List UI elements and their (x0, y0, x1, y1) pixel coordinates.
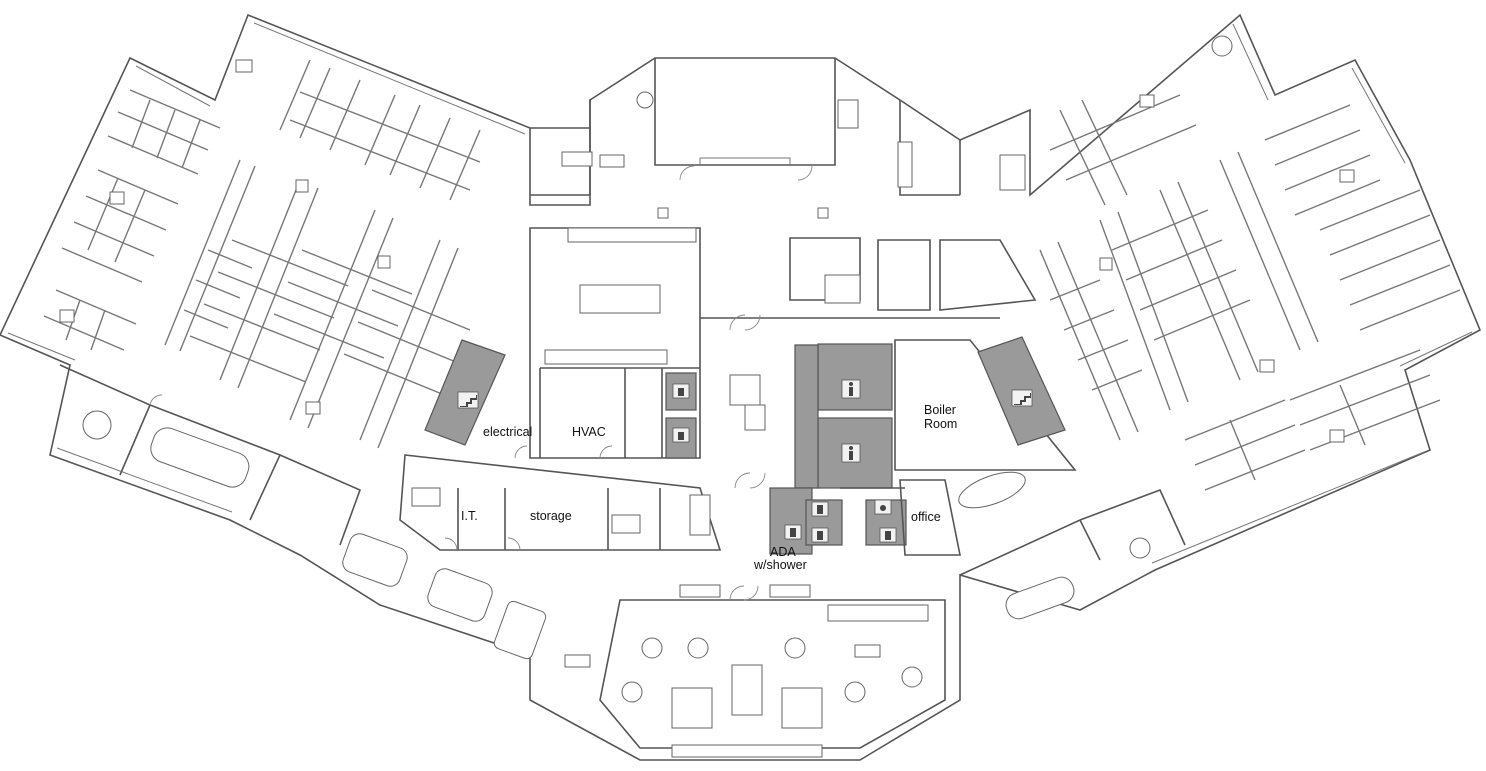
right-wing-cubicles (1039, 35, 1461, 491)
elevator-icon (672, 383, 690, 399)
restroom-icon (811, 501, 829, 517)
accessible-icon (874, 499, 892, 515)
label-ada-shower: w/shower (753, 558, 807, 572)
building-outline (0, 13, 1482, 761)
label-boiler-room-line1: Boiler (924, 403, 956, 417)
label-hvac: HVAC (572, 425, 606, 439)
restroom-icon (841, 379, 861, 399)
left-conference-rooms (59, 364, 547, 660)
stairs-icon (1011, 389, 1033, 407)
top-center-rooms (530, 58, 1026, 219)
restroom-icon (811, 527, 829, 543)
right-conference-rooms (958, 471, 1186, 620)
bottom-cafe (564, 584, 946, 758)
room-labels: electrical HVAC Boiler Room I.T. storage… (461, 403, 957, 572)
label-storage: storage (530, 509, 572, 523)
stairs-icon (457, 391, 479, 409)
elevator-icon (672, 427, 690, 443)
ada-restroom (769, 487, 813, 555)
restroom-core-upper (817, 343, 893, 411)
restroom-icon (841, 443, 861, 463)
label-it: I.T. (461, 509, 478, 523)
label-boiler-room-line2: Room (924, 417, 957, 431)
central-core (529, 227, 1077, 471)
left-wing-cubicles (43, 59, 481, 449)
label-office: office (911, 510, 941, 524)
door-swings (149, 165, 813, 601)
shaded-cores (424, 336, 1066, 555)
lower-service-rooms (399, 454, 961, 556)
restroom-icon (784, 524, 802, 540)
label-electrical: electrical (483, 425, 532, 439)
restroom-icon (879, 527, 897, 543)
label-ada: ADA (770, 545, 796, 559)
